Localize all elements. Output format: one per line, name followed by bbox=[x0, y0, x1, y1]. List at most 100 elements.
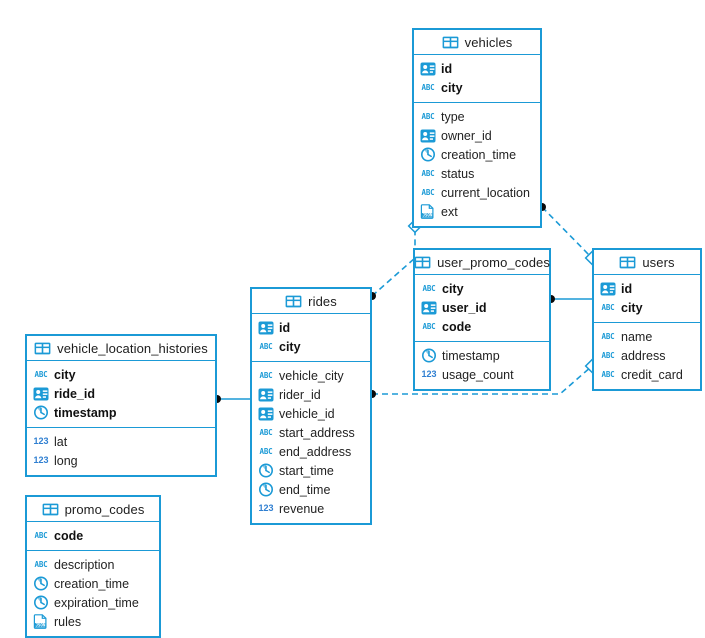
entity-table-header[interactable]: vehicles bbox=[414, 30, 540, 55]
table-icon bbox=[285, 295, 302, 308]
field-name: code bbox=[54, 528, 84, 543]
number-123-icon: 123 bbox=[33, 455, 49, 465]
entity-table-header[interactable]: users bbox=[594, 250, 700, 275]
field-row[interactable]: start_time bbox=[252, 461, 370, 480]
id-card-icon bbox=[258, 388, 274, 402]
field-name: vehicle_city bbox=[279, 368, 344, 383]
json-document-icon: JSON bbox=[33, 614, 49, 629]
field-row[interactable]: rider_id bbox=[252, 385, 370, 404]
field-row[interactable]: vehicle_id bbox=[252, 404, 370, 423]
field-name: city bbox=[442, 281, 464, 296]
abc-text-icon: ABC bbox=[601, 302, 615, 312]
field-row[interactable]: timestamp bbox=[415, 346, 549, 365]
field-name: owner_id bbox=[441, 128, 492, 143]
abc-text-icon: ABC bbox=[259, 341, 273, 351]
entity-table-name: promo_codes bbox=[64, 501, 145, 517]
clock-icon bbox=[33, 595, 49, 610]
field-name: city bbox=[441, 80, 463, 95]
clock-icon bbox=[33, 576, 49, 591]
field-row[interactable]: creation_time bbox=[414, 145, 540, 164]
field-row[interactable]: end_time bbox=[252, 480, 370, 499]
id-card-icon bbox=[420, 62, 436, 76]
field-name: revenue bbox=[279, 501, 325, 516]
primary-key-field-row[interactable]: id bbox=[252, 318, 370, 337]
primary-key-field-row[interactable]: ride_id bbox=[27, 384, 215, 403]
field-name: long bbox=[54, 453, 78, 468]
field-name: name bbox=[621, 329, 653, 344]
field-name: start_address bbox=[279, 425, 355, 440]
primary-key-field-row[interactable]: id bbox=[414, 59, 540, 78]
entity-table-name: users bbox=[642, 254, 675, 270]
field-row[interactable]: creation_time bbox=[27, 574, 159, 593]
field-name: description bbox=[54, 557, 115, 572]
abc-text-icon: ABC bbox=[422, 321, 436, 331]
abc-text-icon: ABC bbox=[259, 370, 273, 380]
id-card-icon bbox=[600, 282, 616, 296]
primary-key-field-row[interactable]: id bbox=[594, 279, 700, 298]
relationship-vehicle-location-histories-to-rides[interactable] bbox=[213, 395, 250, 403]
entity-table-name: vehicles bbox=[464, 34, 513, 50]
field-name: start_time bbox=[279, 463, 334, 478]
table-icon bbox=[42, 503, 59, 516]
relationship-line bbox=[371, 226, 416, 297]
field-row[interactable]: expiration_time bbox=[27, 593, 159, 612]
primary-key-field-row[interactable]: user_id bbox=[415, 298, 549, 317]
clock-icon bbox=[420, 147, 436, 162]
field-row[interactable]: ABC description bbox=[27, 555, 159, 574]
entity-table-header[interactable]: user_promo_codes bbox=[414, 250, 550, 275]
primary-key-field-row[interactable]: ABC city bbox=[594, 298, 700, 317]
abc-text-icon: ABC bbox=[34, 559, 48, 569]
field-row[interactable]: 123 long bbox=[27, 451, 215, 470]
abc-text-icon: ABC bbox=[421, 168, 435, 178]
table-icon bbox=[414, 256, 431, 269]
json-document-icon: JSON bbox=[420, 204, 436, 219]
field-row[interactable]: owner_id bbox=[414, 126, 540, 145]
field-name: end_time bbox=[279, 482, 331, 497]
abc-text-icon: ABC bbox=[422, 283, 436, 293]
relationship-user-promo-codes-to-users[interactable] bbox=[547, 295, 592, 303]
field-name: end_address bbox=[279, 444, 352, 459]
primary-key-field-row[interactable]: timestamp bbox=[27, 403, 215, 422]
field-name: rules bbox=[54, 614, 82, 629]
entity-table-header[interactable]: rides bbox=[252, 289, 370, 314]
id-card-icon bbox=[421, 301, 437, 315]
field-row[interactable]: JSON rules bbox=[27, 612, 159, 631]
abc-text-icon: ABC bbox=[421, 187, 435, 197]
number-123-icon: 123 bbox=[33, 436, 49, 446]
field-row[interactable]: ABC vehicle_city bbox=[252, 366, 370, 385]
primary-key-field-row[interactable]: ABC city bbox=[415, 279, 549, 298]
field-name: usage_count bbox=[442, 367, 514, 382]
field-name: id bbox=[441, 61, 453, 76]
entity-table-header[interactable]: vehicle_location_histories bbox=[27, 336, 215, 361]
field-name: creation_time bbox=[441, 147, 517, 162]
field-name: city bbox=[621, 300, 643, 315]
table-icon bbox=[442, 36, 459, 49]
entity-table-header[interactable]: promo_codes bbox=[27, 497, 159, 522]
